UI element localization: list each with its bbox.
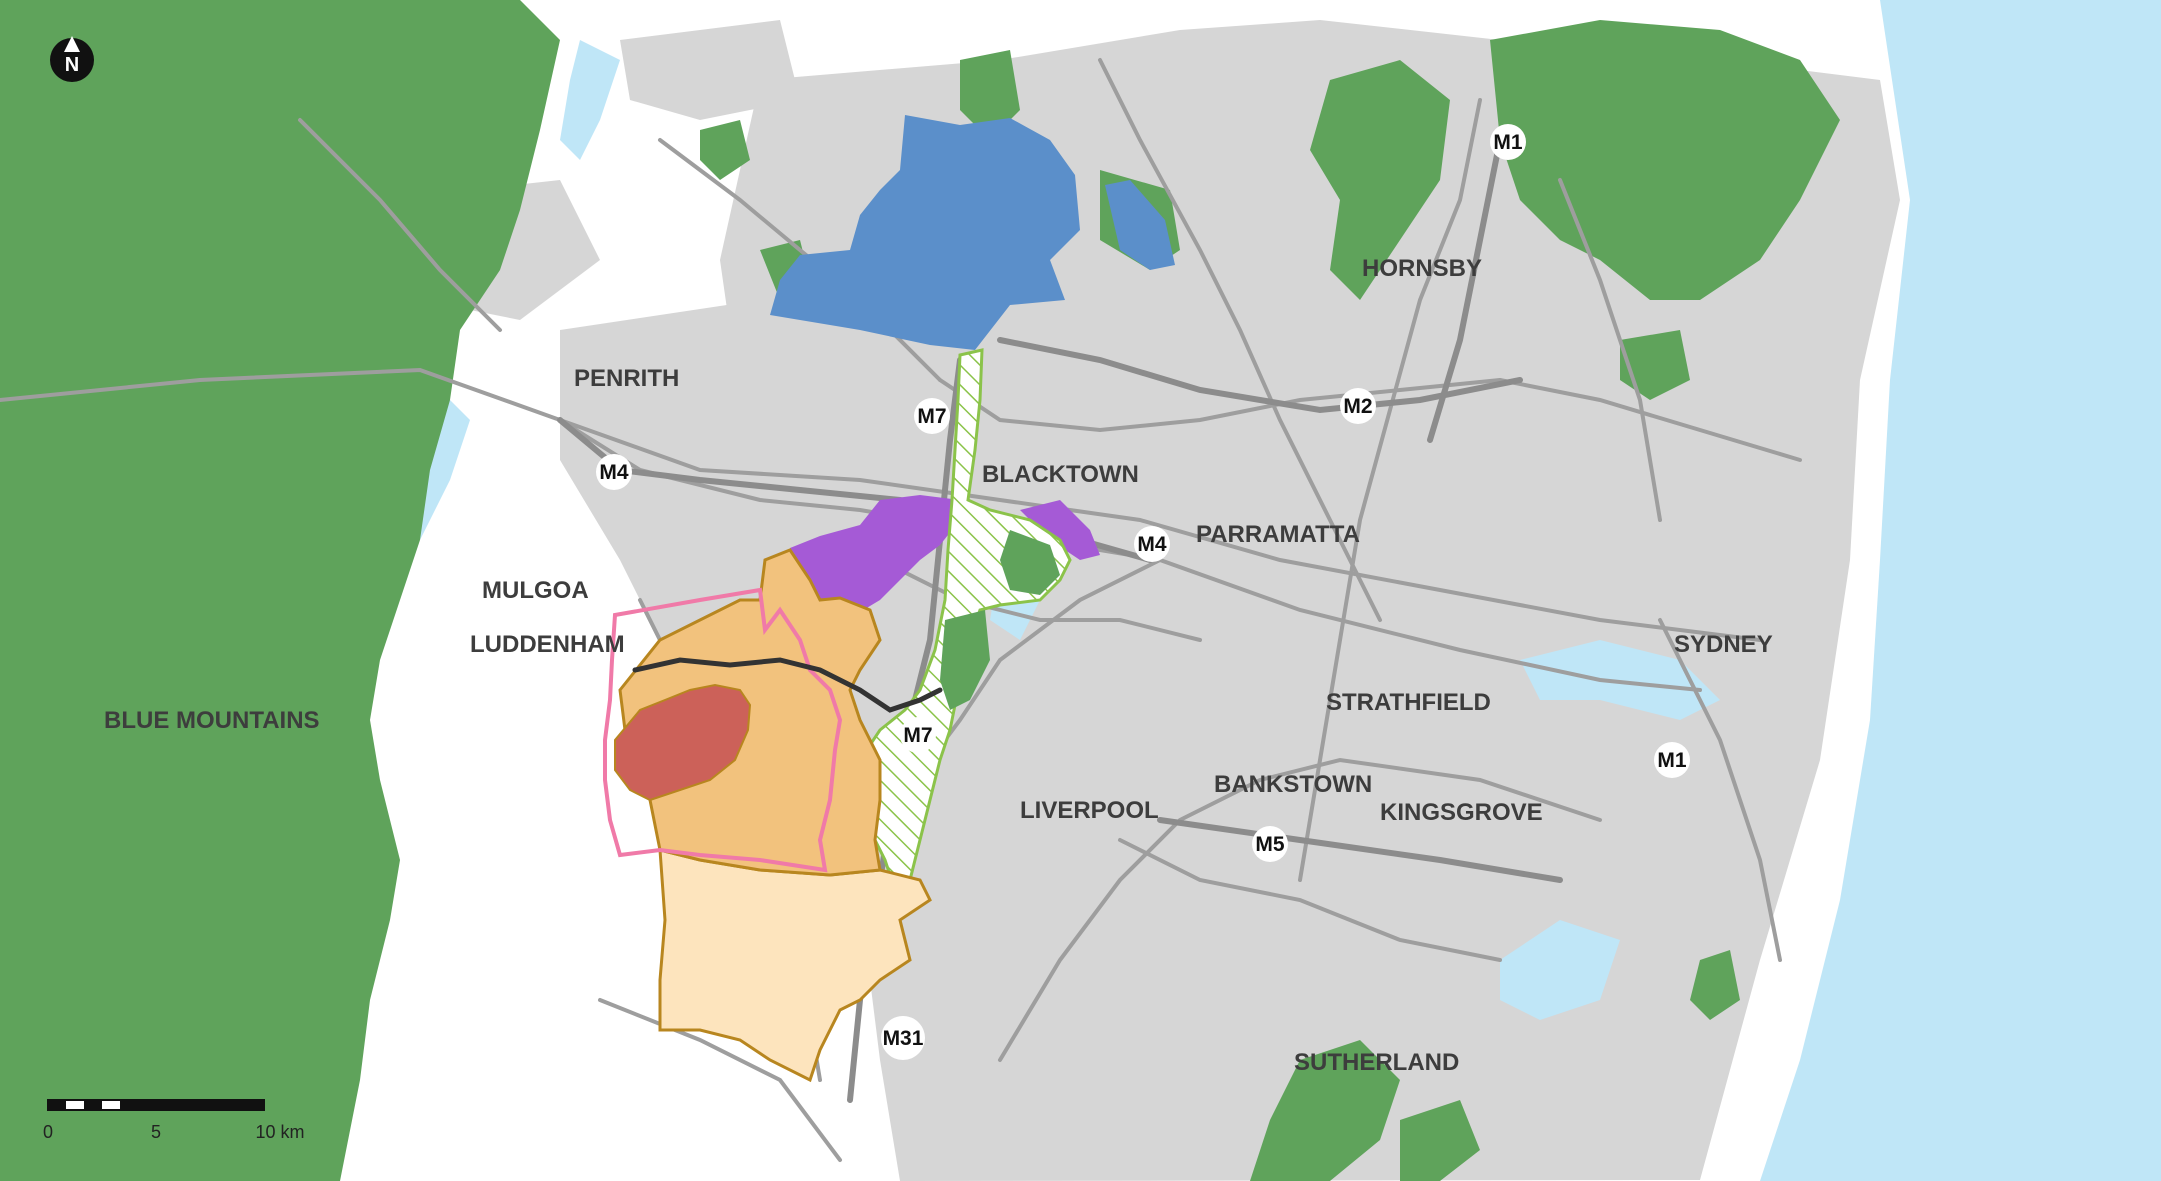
road-badge-m1-north: M1: [1490, 124, 1526, 160]
blue-area[interactable]: [770, 115, 1080, 350]
svg-text:M31: M31: [883, 1027, 924, 1050]
label-parramatta: PARRAMATTA: [1196, 521, 1360, 548]
label-liverpool: LIVERPOOL: [1020, 797, 1159, 824]
svg-text:M7: M7: [903, 724, 932, 747]
label-sydney: SYDNEY: [1674, 631, 1773, 658]
green-zone-east[interactable]: [1000, 530, 1060, 595]
label-sutherland: SUTHERLAND: [1294, 1049, 1459, 1076]
north-arrow: N: [50, 36, 94, 82]
rail-line: [632, 657, 943, 713]
road-badge-m1-south: M1: [1654, 742, 1690, 778]
road-badge-m31: M31: [881, 1016, 925, 1060]
scale-bar: 0 5 10 km: [43, 1099, 305, 1142]
north-arrow-letter: N: [65, 54, 79, 76]
svg-text:M1: M1: [1657, 749, 1686, 772]
road-badges: M1 M2 M7 M4 M4 M7 M1 M5: [596, 124, 1690, 1060]
pink-boundary: [603, 587, 843, 873]
svg-text:M4: M4: [1137, 533, 1166, 556]
label-hornsby: HORNSBY: [1362, 255, 1482, 282]
label-blue-mountains: BLUE MOUNTAINS: [104, 707, 320, 734]
svg-text:M1: M1: [1493, 131, 1522, 154]
place-labels: BLUE MOUNTAINS PENRITH MULGOA LUDDENHAM …: [104, 255, 1773, 1076]
svg-text:M5: M5: [1255, 833, 1284, 856]
road-badge-m7-north: M7: [914, 398, 950, 434]
red-area[interactable]: [614, 683, 752, 802]
scale-label-0: 0: [43, 1122, 53, 1142]
blue-area-east[interactable]: [1105, 180, 1175, 270]
purple-area[interactable]: [790, 495, 960, 612]
svg-text:M7: M7: [917, 405, 946, 428]
national-parks: [0, 0, 1840, 1181]
label-mulgoa: MULGOA: [482, 577, 589, 604]
label-luddenham: LUDDENHAM: [470, 631, 625, 658]
label-blacktown: BLACKTOWN: [982, 461, 1139, 488]
svg-text:M4: M4: [599, 461, 628, 484]
label-bankstown: BANKSTOWN: [1214, 771, 1372, 798]
label-kingsgrove: KINGSGROVE: [1380, 799, 1543, 826]
svg-text:M2: M2: [1343, 395, 1372, 418]
scale-label-5: 5: [151, 1122, 161, 1142]
scale-label-10km: 10 km: [255, 1122, 304, 1142]
road-badge-m7-south: M7: [900, 717, 936, 753]
green-zone[interactable]: [940, 610, 990, 710]
purple-area-east[interactable]: [1020, 500, 1100, 560]
road-badge-m2: M2: [1340, 388, 1376, 424]
label-strathfield: STRATHFIELD: [1326, 689, 1491, 716]
road-badge-m5: M5: [1252, 826, 1288, 862]
road-badge-m4-west: M4: [596, 454, 632, 490]
road-badge-m4-east: M4: [1134, 526, 1170, 562]
label-penrith: PENRITH: [574, 365, 679, 392]
